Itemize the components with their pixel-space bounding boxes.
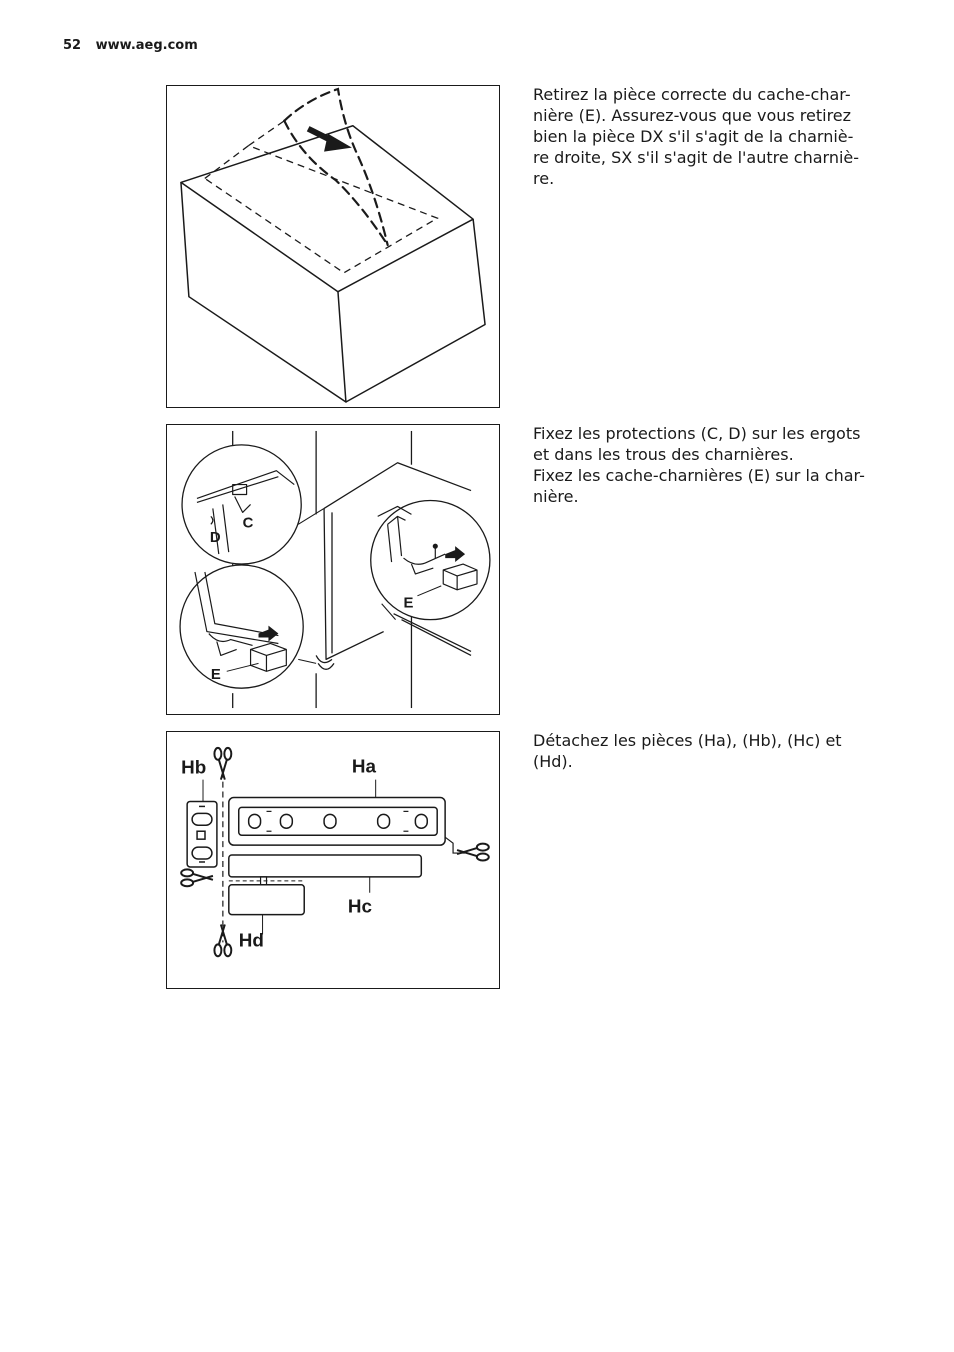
step-2-text: Fixez les protections (C, D) sur les erg… bbox=[533, 423, 885, 507]
step-2-line: Fixez les protections (C, D) sur les erg… bbox=[533, 424, 861, 443]
label-hb: Hb bbox=[181, 757, 206, 778]
step-1-line: Retirez la pièce correcte du cache-char- bbox=[533, 85, 851, 104]
hinge-protections-illustration: C D E E bbox=[179, 430, 491, 709]
step-1-text: Retirez la pièce correcte du cache-char-… bbox=[533, 84, 885, 189]
parts-sheet-illustration: Hb Ha Hc Hd bbox=[180, 746, 490, 958]
step-3-text: Détachez les pièces (Ha), (Hb), (Hc) et … bbox=[533, 730, 885, 772]
step-2-line: Fixez les cache-charnières (E) sur la ch… bbox=[533, 466, 865, 485]
label-e-left: E bbox=[211, 667, 221, 683]
step-3-line: (Hd). bbox=[533, 752, 573, 771]
step-1-line: re droite, SX s'il s'agit de l'autre cha… bbox=[533, 148, 860, 167]
hinge-cover-box-illustration bbox=[180, 87, 486, 403]
step-1-line: re. bbox=[533, 169, 555, 188]
step-3-line: Détachez les pièces (Ha), (Hb), (Hc) et bbox=[533, 731, 842, 750]
step-1-line: bien la pièce DX s'il s'agit de la charn… bbox=[533, 127, 854, 146]
figure-fit-protections: C D E E bbox=[166, 424, 500, 715]
figure-detach-parts: Hb Ha Hc Hd bbox=[166, 731, 500, 989]
label-e-right: E bbox=[404, 596, 414, 612]
label-ha: Ha bbox=[352, 756, 377, 777]
step-1-line: nière (E). Assurez-vous que vous retirez bbox=[533, 106, 852, 125]
page-header: 52 www.aeg.com bbox=[63, 38, 198, 53]
figure-remove-hinge-cover bbox=[166, 85, 500, 408]
site-url: www.aeg.com bbox=[95, 38, 198, 53]
label-hc: Hc bbox=[348, 896, 372, 917]
label-c: C bbox=[243, 515, 254, 531]
step-2-line: et dans les trous des charnières. bbox=[533, 445, 794, 464]
label-d: D bbox=[210, 530, 221, 546]
label-hd: Hd bbox=[239, 929, 264, 950]
page-number: 52 bbox=[63, 38, 82, 53]
step-2-line: nière. bbox=[533, 487, 579, 506]
